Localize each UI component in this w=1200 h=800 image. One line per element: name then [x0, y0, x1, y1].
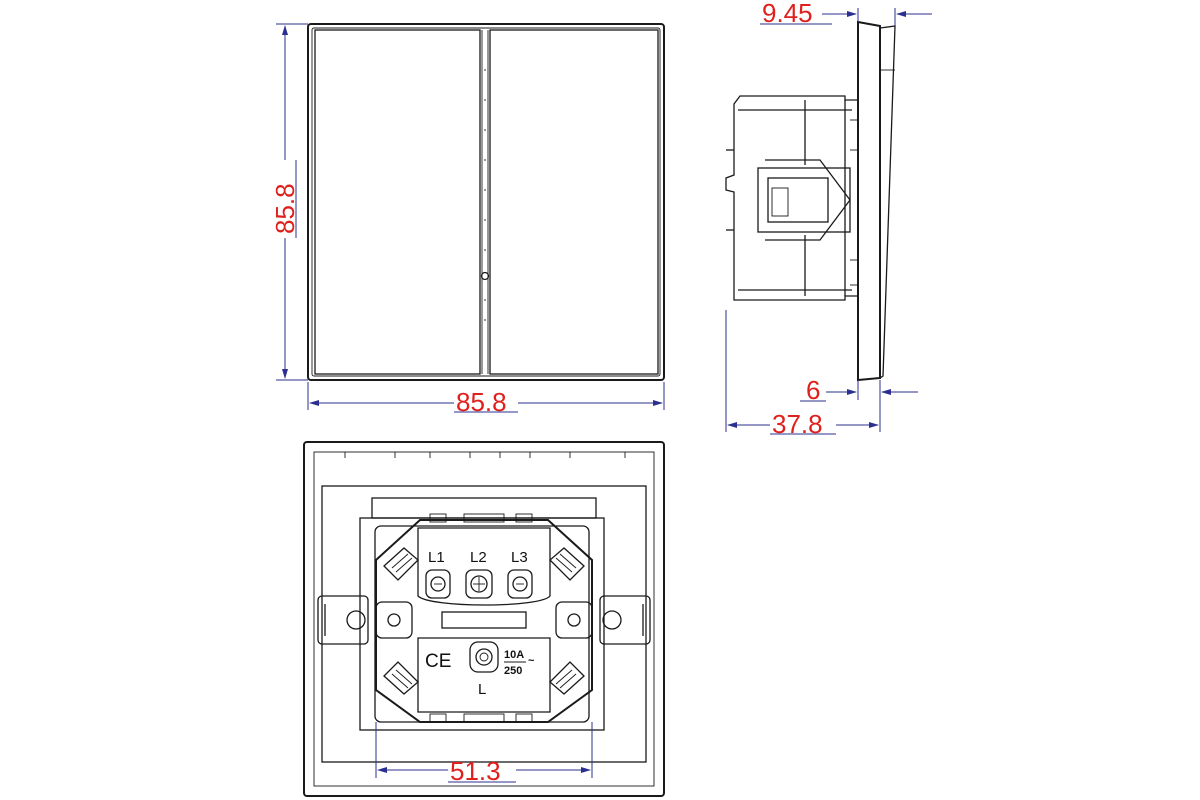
dimension-back-terminal-spacing: 51.3	[375, 722, 593, 786]
left-rocker-key	[314, 29, 481, 375]
screw-left-icon	[387, 613, 401, 627]
rating-ac-symbol: ~	[528, 655, 535, 667]
right-rocker-key	[489, 29, 659, 375]
dimension-side-total-depth: 37.8	[725, 310, 881, 439]
terminal-l3-label: L3	[511, 549, 528, 566]
terminal-l1-label: L1	[428, 549, 445, 566]
ce-mark: CE	[425, 651, 451, 672]
terminal-l2-label: L2	[470, 549, 487, 566]
side-plate-thickness-label: 6	[806, 375, 820, 405]
indicator-led-icon	[480, 271, 490, 281]
rating-voltage: 250	[504, 665, 522, 677]
side-plate-depth-label: 9.45	[762, 0, 813, 28]
dimension-side-plate-thickness: 6	[800, 375, 918, 405]
dimension-front-height: 85.8	[270, 23, 308, 381]
terminal-l3-screw-icon	[507, 569, 533, 599]
terminal-l2-screw-icon	[465, 569, 493, 599]
terminal-l1-screw-icon	[425, 569, 451, 599]
screw-right-icon	[567, 613, 581, 627]
dimension-front-width: 85.8	[307, 382, 665, 417]
back-terminal-spacing-label: 51.3	[450, 756, 501, 786]
terminal-common-screw-icon	[469, 641, 499, 673]
front-view: 85.8 85.8	[270, 23, 665, 417]
back-view: L1 L2 L3 L CE 10A 250	[303, 441, 665, 797]
side-view: 9.45 6 37.8	[725, 0, 932, 439]
side-total-depth-label: 37.8	[772, 409, 823, 439]
dimension-side-plate-depth: 9.45	[760, 0, 932, 28]
rating-current: 10A	[504, 649, 524, 661]
front-width-label: 85.8	[456, 387, 507, 417]
terminal-common-label: L	[478, 681, 486, 698]
front-height-label: 85.8	[270, 183, 300, 234]
